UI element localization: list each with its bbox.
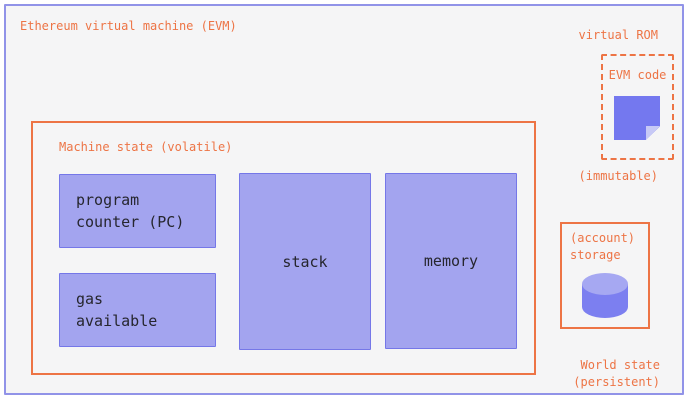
cylinder-bottom [582, 296, 628, 318]
stack-label: stack [282, 252, 328, 271]
evm-code-box: EVM code [601, 54, 674, 160]
immutable-label: (immutable) [578, 169, 658, 183]
evm-outer-box: Ethereum virtual machine (EVM) Machine s… [4, 4, 684, 395]
memory-box: memory [385, 173, 517, 349]
world-state-label: World state (persistent) [573, 358, 660, 390]
machine-state-label: Machine state (volatile) [59, 140, 233, 154]
evm-title: Ethereum virtual machine (EVM) [20, 19, 237, 33]
account-storage-box: (account) storage [560, 222, 650, 329]
program-counter-label: program counter (PC) [76, 191, 185, 231]
memory-label: memory [423, 252, 479, 270]
cylinder-top [582, 273, 628, 295]
machine-state-box: Machine state (volatile) program counter… [31, 121, 536, 375]
stack-box: stack [239, 173, 371, 350]
account-storage-label: (account) storage [570, 231, 636, 263]
note-page-body [614, 96, 660, 140]
gas-available-label: gas available [76, 290, 158, 330]
virtual-rom-label: virtual ROM [578, 28, 658, 42]
note-page-icon [614, 96, 660, 140]
gas-available-box: gas available [59, 273, 216, 347]
evm-code-label: EVM code [608, 68, 667, 82]
program-counter-box: program counter (PC) [59, 174, 216, 248]
database-cylinder-icon [582, 273, 628, 318]
